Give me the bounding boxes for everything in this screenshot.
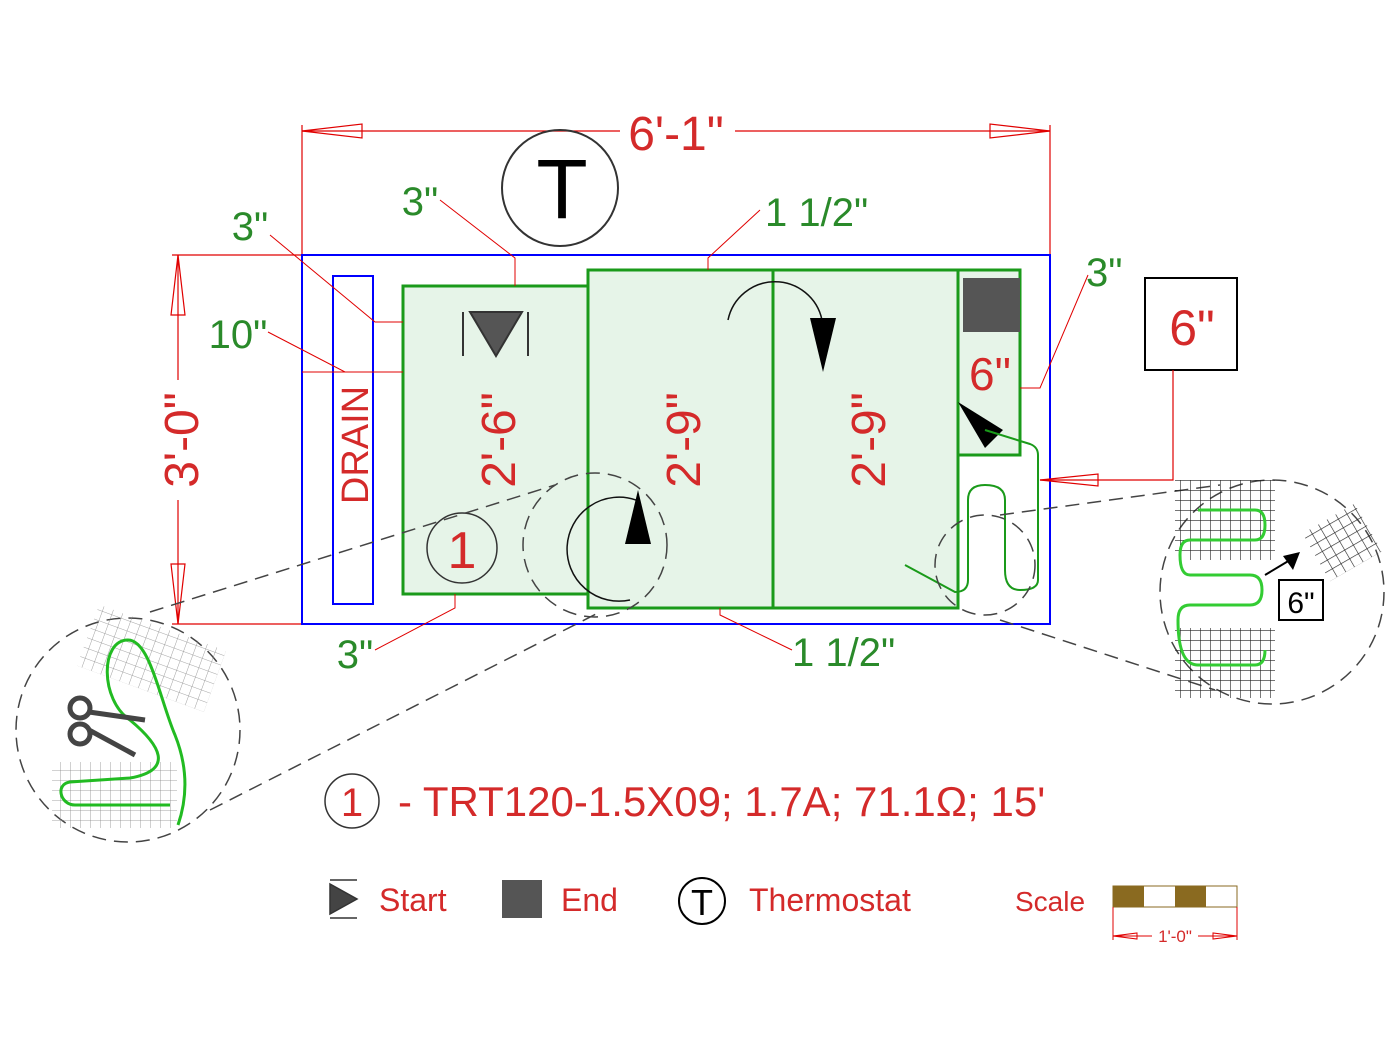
direction-arrow-down	[810, 318, 836, 372]
small-panel-label: 6"	[969, 348, 1011, 400]
panel2-length: 2'-9"	[658, 392, 711, 488]
mat-panel-1	[401, 284, 590, 596]
clearance-left-mid: 10"	[209, 313, 268, 357]
thermostat-symbol	[501, 129, 619, 247]
drain	[332, 275, 374, 605]
callout-box	[1144, 277, 1238, 371]
zoom-dimension-box	[1278, 579, 1324, 621]
scale-length: 1'-0"	[1158, 927, 1192, 946]
legend-thermostat: Thermostat	[749, 882, 911, 918]
end-marker	[963, 278, 1020, 332]
circuit-marker	[426, 512, 498, 584]
overall-height-label: 3'-0"	[156, 392, 209, 488]
legend-start: Start	[379, 882, 447, 918]
clearance-top-panel1: 3"	[402, 180, 438, 224]
drain-label: DRAIN	[335, 386, 377, 504]
direction-arrow-diagonal	[958, 402, 1003, 448]
legend-end: End	[561, 882, 618, 918]
thermostat-letter: T	[536, 142, 587, 236]
turn-detail	[1175, 480, 1382, 698]
cable-path	[904, 429, 1039, 594]
callout-box-label: 6"	[1169, 300, 1215, 356]
scissors-icon	[67, 695, 146, 758]
overall-width-label: 6'-1"	[628, 108, 724, 161]
clearance-right: 3"	[1086, 251, 1122, 295]
scale-bar	[1112, 885, 1238, 940]
clearance-bottom-panel2: 1 1/2"	[792, 631, 895, 675]
clearance-left-top: 3"	[232, 205, 268, 249]
circuit-marker-number: 1	[448, 522, 477, 580]
spec-marker	[324, 773, 380, 829]
clearance-top-panel2: 1 1/2"	[765, 191, 868, 235]
start-marker	[462, 311, 529, 358]
legend-thermostat-icon	[678, 877, 726, 925]
panel1-length: 2'-6"	[473, 392, 526, 488]
panel3-length: 2'-9"	[843, 392, 896, 488]
overall-height-dimension	[170, 254, 302, 625]
direction-arrow-up	[625, 490, 651, 544]
mat-panel-3	[771, 268, 960, 610]
cut-detail	[52, 604, 227, 828]
spec-marker-number: 1	[341, 781, 363, 825]
spec-text: - TRT120-1.5X09; 1.7A; 71.1Ω; 15'	[398, 778, 1045, 825]
zoom-dimension-label: 6"	[1287, 587, 1314, 620]
legend-end-icon	[502, 880, 542, 918]
turn-arrows	[566, 281, 823, 602]
legend-thermostat-letter: T	[691, 882, 713, 923]
room-outline	[301, 254, 1051, 625]
clearance-leaders	[267, 199, 1089, 651]
clearance-bottom-panel1: 3"	[337, 633, 373, 677]
legend-start-icon	[329, 879, 359, 919]
legend-scale: Scale	[1015, 886, 1085, 917]
callout-leader	[1039, 370, 1174, 487]
mat-panel-2	[586, 268, 775, 610]
